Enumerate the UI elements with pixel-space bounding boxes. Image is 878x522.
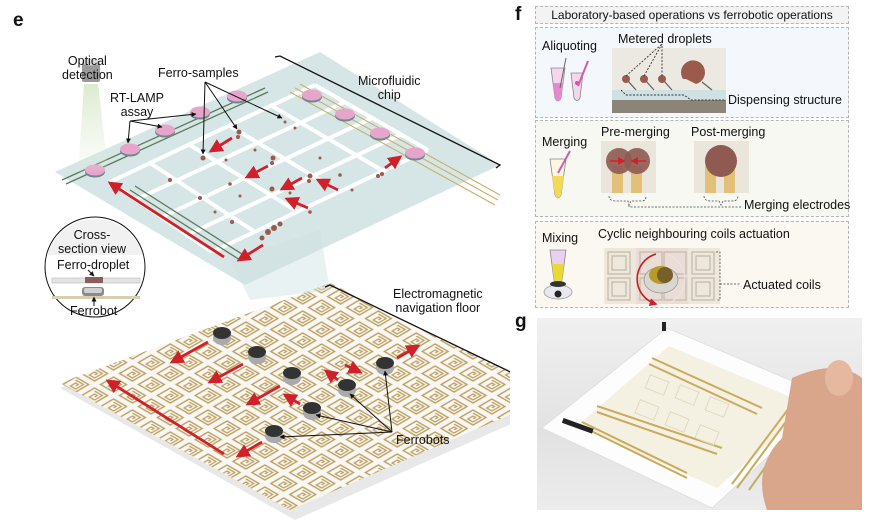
label-line: Optical <box>67 54 107 68</box>
label-ferrobots: Ferrobots <box>396 433 450 447</box>
floor-route-arrows <box>105 340 421 458</box>
label-cyclic-coils-actuation: Cyclic neighbouring coils actuation <box>598 227 790 241</box>
label-line: Microfluidic <box>358 74 421 88</box>
label-metered-droplets: Metered droplets <box>618 32 712 46</box>
panel-e-illustration <box>44 52 510 520</box>
panel-f-header: Laboratory-based operations vs ferroboti… <box>535 6 849 24</box>
label-microfluidic-chip: Microfluidic chip <box>358 74 421 102</box>
dispensing-photo <box>612 43 726 113</box>
label-mixing: Mixing <box>542 231 579 245</box>
label-post-merging: Post-merging <box>691 125 766 139</box>
ferrobots <box>213 327 394 443</box>
mixing-illustration <box>543 248 740 307</box>
label-ferro-droplet: Ferro-droplet <box>57 258 130 272</box>
label-line: section view <box>58 242 127 256</box>
label-ferrobot: Ferrobot <box>70 304 118 318</box>
label-aliquoting: Aliquoting <box>542 39 597 53</box>
label-ferro-samples: Ferro-samples <box>158 66 239 80</box>
pin-header <box>561 417 594 434</box>
microfluidic-chip <box>55 52 502 285</box>
eppendorf-tubes-icon <box>550 57 589 102</box>
device-photo-illustration <box>541 322 862 510</box>
em-navigation-floor <box>60 283 510 520</box>
panel-letter-f: f <box>515 4 522 25</box>
label-line: Electromagnetic <box>393 287 483 301</box>
pre-merging-photo <box>601 141 656 207</box>
chip-route-arrows <box>107 136 403 262</box>
panel-letter-g: g <box>515 311 527 332</box>
label-rt-lamp-assay: RT-LAMP assay <box>110 91 164 119</box>
label-optical-detection: Optical detection <box>62 54 113 82</box>
vortex-mixer-icon <box>543 249 573 300</box>
row-mixing: Mixing Cyclic neighbouring coils actuati… <box>535 221 849 308</box>
label-line: RT-LAMP <box>110 91 164 105</box>
ferrobots-callout <box>279 370 393 440</box>
label-line: assay <box>120 105 154 119</box>
label-line: detection <box>62 68 113 82</box>
label-actuated-coils: Actuated coils <box>743 278 821 292</box>
label-line: navigation floor <box>395 301 481 315</box>
merging-tube-icon <box>549 150 571 199</box>
header-text: Laboratory-based operations vs ferroboti… <box>551 8 833 22</box>
device-photo <box>537 318 862 510</box>
row-merging: Merging Pre-merging Post-merging Merging… <box>535 120 851 217</box>
label-em-navigation-floor: Electromagnetic navigation floor <box>393 287 483 315</box>
optical-detector-icon <box>78 58 108 172</box>
aliquoting-illustration <box>550 43 726 113</box>
label-line: chip <box>377 88 401 102</box>
panel-letter-e: e <box>13 10 24 31</box>
post-merging-photo <box>694 141 749 206</box>
ferro-samples-callout <box>200 81 283 155</box>
label-merging: Merging <box>542 135 588 149</box>
label-cross-section-view: Cross- section view <box>58 228 126 256</box>
hand <box>762 368 862 510</box>
label-line: Cross- <box>73 228 111 242</box>
cross-section-inset <box>44 216 146 318</box>
row-aliquoting: Aliquoting Metered droplets Dispensing s… <box>535 27 849 118</box>
label-dispensing-structure: Dispensing structure <box>728 93 842 107</box>
merging-illustration <box>549 141 749 208</box>
rt-lamp-callout <box>125 111 197 144</box>
actuated-coils-photo <box>604 248 740 307</box>
label-pre-merging: Pre-merging <box>601 125 670 139</box>
connector-pin <box>662 322 666 331</box>
label-merging-electrodes: Merging electrodes <box>744 198 851 212</box>
